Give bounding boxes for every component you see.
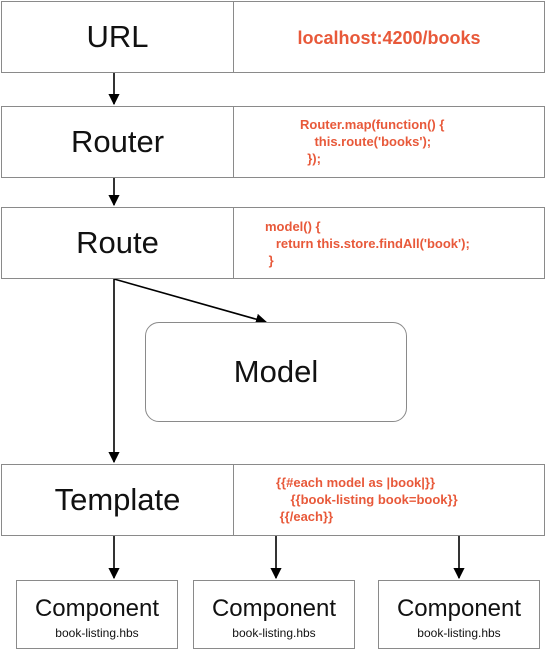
url-label: URL (86, 19, 149, 54)
component-box: Component book-listing.hbs (16, 580, 178, 649)
route-label: Route (76, 225, 159, 260)
component-file: book-listing.hbs (55, 626, 139, 640)
row-divider (233, 208, 234, 278)
component-file: book-listing.hbs (232, 626, 316, 640)
router-label: Router (70, 124, 165, 159)
model-box: Model (145, 322, 407, 422)
router-row: Router Router.map(function() { this.rout… (1, 106, 545, 178)
component-box: Component book-listing.hbs (378, 580, 540, 649)
row-divider (233, 107, 234, 177)
route-code: model() { return this.store.findAll('boo… (265, 219, 470, 268)
component-title: Component (34, 595, 160, 622)
url-code: localhost:4200/books (297, 27, 481, 48)
model-label: Model (233, 354, 319, 389)
row-divider (233, 2, 234, 72)
template-label: Template (54, 482, 181, 517)
url-row: URL localhost:4200/books (1, 1, 545, 73)
component-box: Component book-listing.hbs (193, 580, 355, 649)
component-title: Component (396, 595, 522, 622)
arrow-route-to-model (113, 278, 268, 325)
row-divider (233, 465, 234, 535)
route-row: Route model() { return this.store.findAl… (1, 207, 545, 279)
component-title: Component (211, 595, 337, 622)
template-code: {{#each model as |book|}} {{book-listing… (276, 475, 458, 524)
template-row: Template {{#each model as |book|}} {{boo… (1, 464, 545, 536)
component-file: book-listing.hbs (417, 626, 501, 640)
router-code: Router.map(function() { this.route('book… (300, 117, 445, 166)
